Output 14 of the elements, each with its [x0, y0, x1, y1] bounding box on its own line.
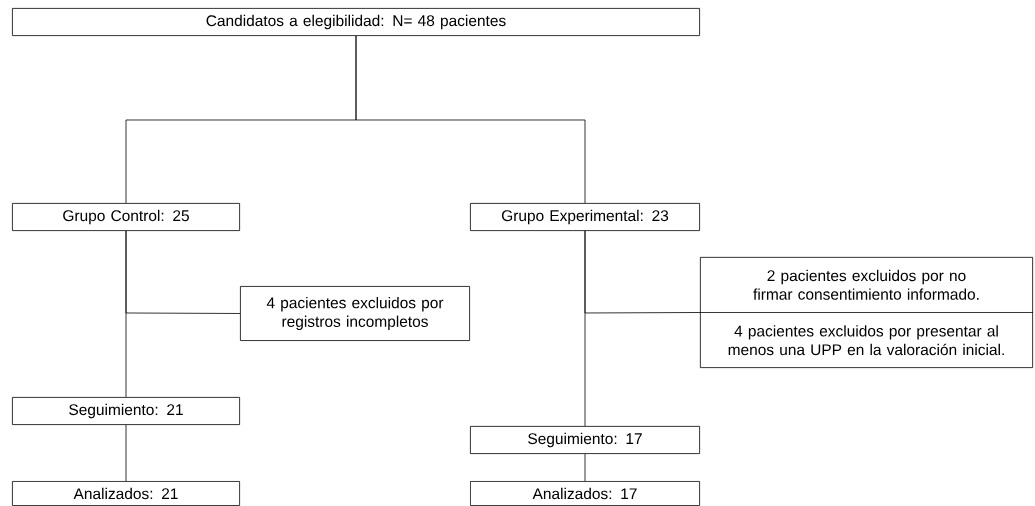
process-box: Analizados: 17 — [470, 481, 700, 506]
process-box: Candidatos a elegibilidad: N= 48 pacientes — [12, 8, 700, 36]
exclusion-box: 4 pacientes excluidos por registros incompletos — [240, 286, 470, 341]
process-box: Grupo Experimental: 23 — [470, 203, 700, 231]
exclusion-box: 2 pacientes excluidos por no firmar consentimiento informado. 4 pacientes excluidos por presentar al menos una UPP en la valoración inicial. — [699, 256, 1034, 368]
connector-line — [584, 453, 586, 482]
connector-line — [355, 35, 586, 204]
connector-line — [584, 230, 586, 427]
connector-line — [125, 424, 127, 482]
process-box: Grupo Control: 25 — [12, 203, 240, 231]
process-box: Seguimiento: 21 — [12, 397, 240, 425]
connector-line — [125, 230, 127, 398]
process-box: Seguimiento: 17 — [470, 426, 700, 454]
process-box: Analizados: 21 — [12, 481, 240, 506]
